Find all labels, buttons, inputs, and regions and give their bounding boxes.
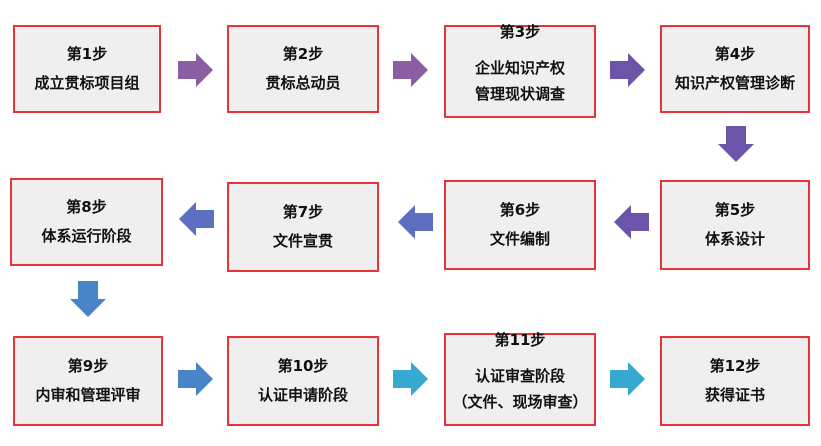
arrow-11-12-shape — [610, 362, 645, 396]
step-number: 第2步 — [282, 45, 324, 63]
step-number: 第4步 — [714, 45, 756, 63]
arrow-7-8-shape — [179, 202, 214, 236]
step-3-box: 第3步 企业知识产权 管理现状调查 — [444, 25, 596, 118]
arrow-9-10-shape — [178, 362, 213, 396]
step-label: 获得证书 — [704, 386, 765, 404]
step-number: 第6步 — [499, 201, 541, 219]
step-label: 贯标总动员 — [265, 74, 341, 92]
step-number: 第1步 — [66, 45, 108, 63]
arrow-5-6-shape — [614, 205, 649, 239]
step-4-box: 第4步 知识产权管理诊断 — [660, 25, 810, 113]
step-label-line-1: 企业知识产权 — [474, 59, 565, 77]
arrow-right-icon — [178, 362, 213, 396]
arrow-right-icon — [393, 362, 428, 396]
arrow-down-icon — [70, 281, 106, 317]
step-number: 第8步 — [66, 198, 107, 216]
step-number: 第12步 — [709, 357, 761, 375]
step-number: 第5步 — [714, 201, 756, 219]
arrow-3-4-shape — [610, 53, 645, 87]
step-label: 认证申请阶段 — [257, 386, 348, 404]
arrow-left-icon — [614, 205, 649, 239]
step-number: 第9步 — [67, 357, 109, 375]
step-8-box: 第8步 体系运行阶段 — [10, 178, 163, 266]
step-12-box: 第12步 获得证书 — [660, 336, 810, 426]
step-1-box: 第1步 成立贯标项目组 — [13, 25, 161, 113]
step-11-box: 第11步 认证审查阶段 （文件、现场审查） — [444, 333, 596, 426]
arrow-10-11-shape — [393, 362, 428, 396]
step-5-box: 第5步 体系设计 — [660, 180, 810, 270]
step-9-box: 第9步 内审和管理评审 — [13, 336, 163, 426]
step-label-line-2: 管理现状调查 — [474, 85, 565, 103]
arrow-right-icon — [610, 362, 645, 396]
step-number: 第10步 — [277, 357, 329, 375]
arrow-down-icon — [718, 126, 754, 162]
step-label-line-2: （文件、现场审查） — [452, 393, 588, 411]
step-10-box: 第10步 认证申请阶段 — [227, 336, 379, 426]
arrow-6-7-shape — [398, 205, 433, 239]
arrow-right-icon — [178, 53, 213, 87]
step-6-box: 第6步 文件编制 — [444, 180, 596, 270]
step-number: 第11步 — [494, 331, 546, 349]
arrow-4-5-shape — [718, 126, 754, 162]
step-label: 体系运行阶段 — [41, 227, 132, 245]
step-label: 成立贯标项目组 — [34, 74, 140, 92]
arrow-8-9-shape — [70, 281, 106, 317]
step-label-line-1: 认证审查阶段 — [474, 367, 565, 385]
step-label: 内审和管理评审 — [35, 386, 141, 404]
arrow-1-2-shape — [178, 53, 213, 87]
arrow-2-3-shape — [393, 53, 428, 87]
step-number: 第3步 — [499, 23, 541, 41]
step-label: 文件宣贯 — [272, 232, 333, 250]
arrow-left-icon — [398, 205, 433, 239]
step-label: 知识产权管理诊断 — [674, 74, 795, 92]
step-7-box: 第7步 文件宣贯 — [227, 182, 379, 272]
step-2-box: 第2步 贯标总动员 — [227, 25, 379, 113]
arrow-left-icon — [179, 202, 214, 236]
step-label: 文件编制 — [489, 230, 550, 248]
arrow-right-icon — [610, 53, 645, 87]
step-number: 第7步 — [282, 203, 324, 221]
step-label: 体系设计 — [704, 230, 765, 248]
arrow-right-icon — [393, 53, 428, 87]
